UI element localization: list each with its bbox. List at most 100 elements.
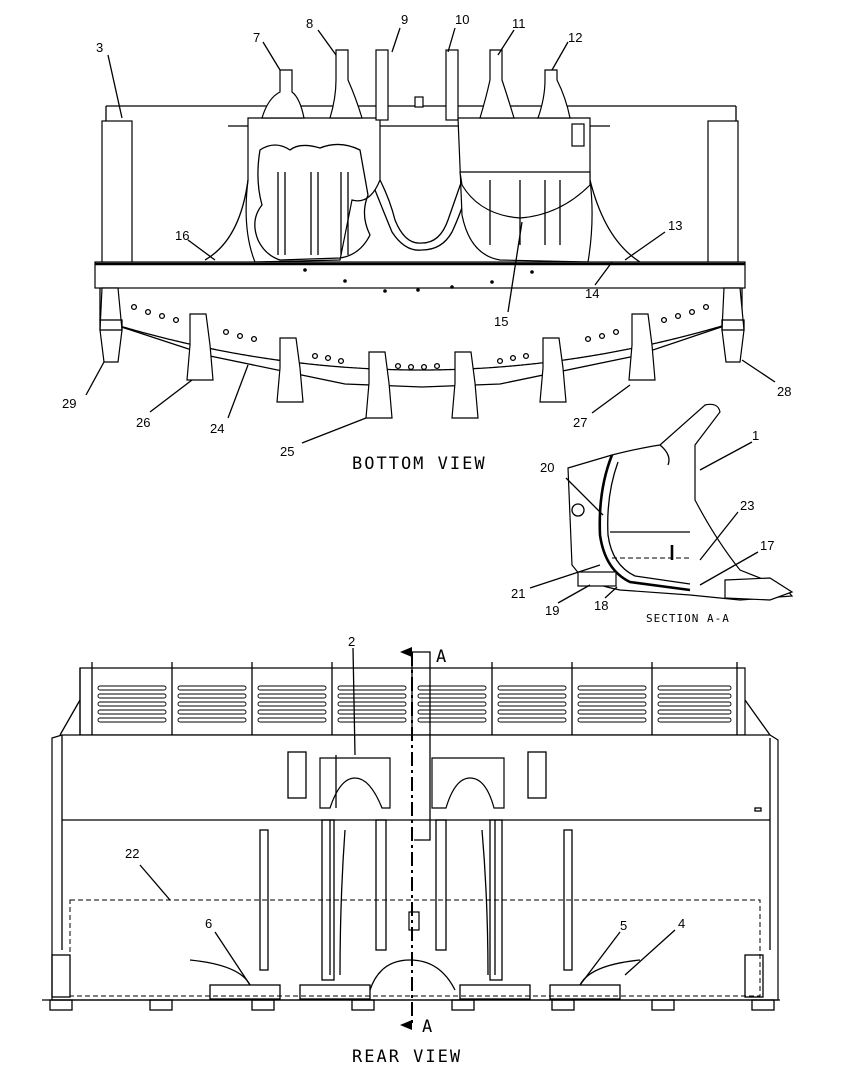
vent-slot — [257, 685, 327, 691]
bottom-view: BOTTOM VIEW — [85, 27, 776, 474]
callout-11: 11 — [512, 16, 526, 31]
callout-labels: 1 2 3 4 5 6 7 8 9 10 11 12 13 14 15 16 1… — [62, 12, 791, 933]
wear-plate-22 — [69, 899, 761, 997]
callout-13: 13 — [668, 218, 682, 233]
bottom-view-title: BOTTOM VIEW — [352, 454, 487, 474]
vent-slot — [657, 717, 732, 723]
callout-24: 24 — [210, 421, 224, 436]
vent-slot — [417, 685, 487, 691]
left-hitch-cap — [319, 757, 391, 809]
callout-18: 18 — [594, 598, 608, 613]
edge-bolt-holes — [130, 268, 710, 371]
vent-slot — [257, 693, 327, 699]
callout-5: 5 — [620, 918, 627, 933]
rear-view: A A REAR VIEW — [42, 647, 780, 1067]
vent-slot — [497, 709, 567, 715]
vent-slot — [97, 693, 167, 699]
callout-28: 28 — [777, 384, 791, 399]
callout-2: 2 — [348, 634, 355, 649]
vent-slot — [577, 701, 647, 707]
callout-15: 15 — [494, 314, 508, 329]
corner-guard-left — [99, 287, 123, 363]
corner-guard-right — [721, 287, 745, 363]
vent-slot — [337, 693, 407, 699]
right-hitch-cap — [431, 757, 505, 809]
vent-slot — [417, 709, 487, 715]
callout-14: 14 — [585, 286, 599, 301]
vent-slot — [257, 709, 327, 715]
callout-1: 1 — [752, 428, 759, 443]
vent-slot — [177, 701, 247, 707]
section-leaders — [529, 441, 759, 604]
vent-slot — [257, 717, 327, 723]
vent-slot — [417, 717, 487, 723]
vent-slot — [497, 701, 567, 707]
callout-3: 3 — [96, 40, 103, 55]
hitch-lugs — [261, 49, 571, 119]
bracket-9 — [375, 49, 389, 121]
vent-slot — [417, 693, 487, 699]
vent-slot — [657, 709, 732, 715]
section-title: SECTION A-A — [646, 612, 730, 625]
vent-slot — [577, 717, 647, 723]
callout-10: 10 — [455, 12, 469, 27]
vent-slot — [97, 709, 167, 715]
left-side-plate — [101, 120, 133, 265]
vent-slot — [577, 685, 647, 691]
section-heel — [577, 571, 617, 587]
callout-27: 27 — [573, 415, 587, 430]
base-edge — [94, 261, 746, 289]
callout-20: 20 — [540, 460, 554, 475]
vent-slot — [657, 693, 732, 699]
left-hitch-housing — [245, 117, 381, 263]
vent-slot — [337, 709, 407, 715]
bottom-feet — [49, 999, 775, 1011]
rear-leaders — [139, 647, 676, 986]
vent-slot — [497, 717, 567, 723]
vent-slot — [257, 701, 327, 707]
vent-slot — [337, 717, 407, 723]
right-side-plate — [707, 120, 739, 265]
vent-slot — [497, 685, 567, 691]
bracket-10 — [445, 49, 459, 121]
grease-fitting — [414, 96, 424, 108]
bottom-leaders — [85, 27, 776, 444]
vent-slot — [577, 709, 647, 715]
callout-9: 9 — [401, 12, 408, 27]
vent-slot — [97, 717, 167, 723]
section-a-a: SECTION A-A — [529, 403, 794, 625]
callout-22: 22 — [125, 846, 139, 861]
callout-4: 4 — [678, 916, 685, 931]
vent-slot — [337, 685, 407, 691]
callout-7: 7 — [253, 30, 260, 45]
callout-23: 23 — [740, 498, 754, 513]
vent-slot — [657, 685, 732, 691]
vent-slot — [337, 701, 407, 707]
vent-slot — [177, 685, 247, 691]
vent-slot — [177, 717, 247, 723]
vent-slot — [177, 709, 247, 715]
vent-slot — [657, 701, 732, 707]
callout-6: 6 — [205, 916, 212, 931]
callout-8: 8 — [306, 16, 313, 31]
vent-slot — [97, 685, 167, 691]
callout-12: 12 — [568, 30, 582, 45]
rear-view-title: REAR VIEW — [352, 1047, 462, 1067]
vent-slot — [497, 693, 567, 699]
callout-16: 16 — [175, 228, 189, 243]
vent-slot — [577, 693, 647, 699]
callout-21: 21 — [511, 586, 525, 601]
section-tooth — [724, 577, 794, 601]
side-clip — [571, 123, 585, 147]
vent-slot — [97, 701, 167, 707]
callout-26: 26 — [136, 415, 150, 430]
vent-slot — [417, 701, 487, 707]
cut-label-bottom: A — [422, 1017, 434, 1037]
rear-skids — [51, 954, 764, 1000]
callout-19: 19 — [545, 603, 559, 618]
vent-slot — [177, 693, 247, 699]
callout-25: 25 — [280, 444, 294, 459]
callout-17: 17 — [760, 538, 774, 553]
center-fitting — [408, 911, 420, 931]
bucket-teeth — [186, 313, 656, 419]
